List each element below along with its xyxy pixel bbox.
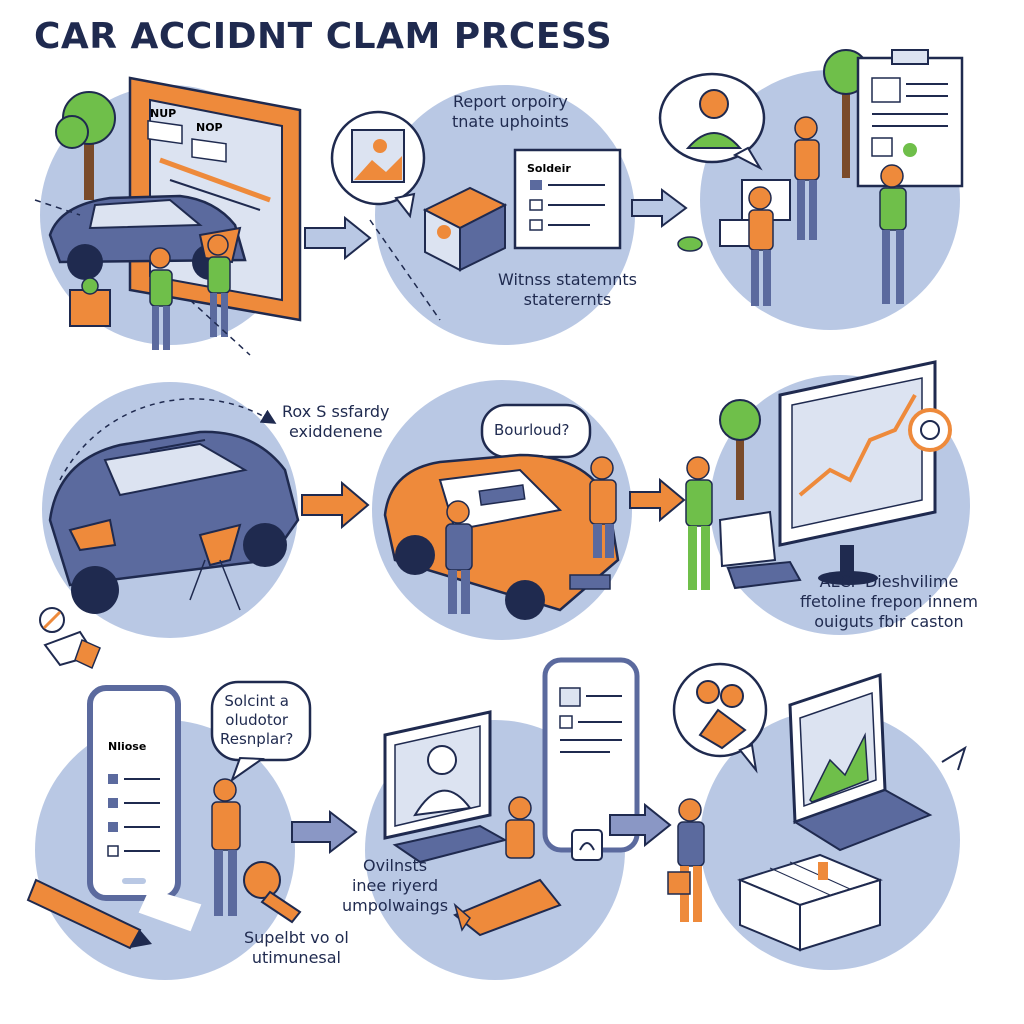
person-icon bbox=[589, 456, 617, 558]
tree-icon bbox=[719, 399, 761, 500]
monitor-video-icon bbox=[383, 710, 508, 864]
step-caption: ALCF Dieshvilime ffetoline frepon innem … bbox=[800, 572, 978, 632]
smartphone-icon bbox=[87, 685, 181, 901]
flow-arrow bbox=[629, 477, 686, 523]
flow-arrow bbox=[609, 802, 672, 848]
step-2-report: Soldeir bbox=[330, 85, 635, 345]
form-label: Soldeir bbox=[527, 162, 571, 175]
caption-line: tnate uphoints bbox=[452, 112, 569, 131]
caption-line: Supelbt vo ol bbox=[244, 928, 349, 947]
caption-line: ouiguts fbir caston bbox=[814, 612, 964, 631]
box-icon bbox=[69, 289, 111, 327]
caption-line: Report orpoiry bbox=[452, 92, 568, 111]
flow-arrow bbox=[291, 809, 358, 855]
step-caption: Rox S ssfardy exiddenene bbox=[282, 402, 390, 442]
caption-line: staterernts bbox=[523, 290, 612, 309]
damaged-car-icon bbox=[48, 430, 300, 614]
monitor-chart-icon bbox=[778, 360, 952, 585]
person-icon bbox=[794, 116, 820, 240]
pencil-icon bbox=[26, 878, 152, 950]
tree-icon bbox=[55, 91, 116, 200]
flow-arrow bbox=[631, 188, 688, 228]
claim-form-icon bbox=[513, 148, 622, 250]
bubble-line: Bourloud? bbox=[494, 421, 570, 439]
step-3-claims-office bbox=[658, 49, 964, 330]
caption-line: Witnss statemnts bbox=[498, 270, 637, 289]
person-icon bbox=[149, 247, 173, 350]
step-caption: Ovilnsts inee riyerd umpolwaings bbox=[342, 856, 448, 916]
speech-bubble-text: Bourloud? bbox=[494, 421, 569, 440]
speech-bubble-text: Solcint a oludotor Resnplar? bbox=[220, 692, 293, 749]
flow-arrow bbox=[301, 480, 370, 530]
caption-line: ffetoline frepon innem bbox=[800, 592, 978, 611]
laptop-icon bbox=[718, 510, 802, 590]
bubble-line: oludotor bbox=[225, 711, 289, 729]
photo-bubble-icon bbox=[330, 110, 426, 219]
caption-line: utimunesal bbox=[251, 948, 341, 967]
document-stack-icon bbox=[737, 853, 883, 952]
step-5-inspection bbox=[372, 380, 632, 640]
clipboard-icon bbox=[856, 49, 964, 188]
person-icon bbox=[879, 164, 907, 304]
agent-bubble-icon bbox=[658, 72, 766, 171]
bubble-line: Solcint a bbox=[224, 692, 289, 710]
payment-icon bbox=[571, 829, 603, 861]
laptop-icon bbox=[788, 672, 933, 852]
step-4-damage-evidence bbox=[39, 382, 300, 670]
key-icon bbox=[243, 861, 302, 924]
bubble-line: Resnplar? bbox=[220, 730, 294, 748]
step-caption: Report orpoiry tnate uphoints bbox=[452, 92, 569, 132]
page-title: CAR ACCIDNT CLAM PRCESS bbox=[34, 16, 613, 57]
person-icon bbox=[685, 456, 713, 590]
speech-bubble-icon bbox=[210, 680, 312, 783]
person-icon bbox=[211, 778, 241, 916]
flow-arrow bbox=[304, 215, 372, 261]
caption-line: exiddenene bbox=[288, 422, 383, 441]
person-icon bbox=[667, 798, 705, 922]
step-8-review bbox=[365, 657, 640, 980]
person-icon bbox=[445, 500, 473, 614]
caption-line: umpolwaings bbox=[342, 896, 449, 915]
step-caption: Supelbt vo ol utimunesal bbox=[244, 928, 349, 968]
step-caption: Witnss statemnts staterernts bbox=[498, 270, 637, 310]
step-6-assessment bbox=[685, 360, 970, 635]
evidence-box-icon bbox=[422, 186, 508, 272]
sign-label: NUP bbox=[150, 107, 176, 120]
caption-line: Ovilnsts bbox=[363, 856, 428, 875]
sign-label: NOP bbox=[196, 121, 223, 134]
caption-line: inee riyerd bbox=[351, 876, 439, 895]
person-icon bbox=[207, 234, 231, 337]
step-7-submit-claim: Nliose bbox=[26, 680, 312, 980]
caption-line: ALCF Dieshvilime bbox=[819, 572, 959, 591]
broken-part-icon bbox=[39, 607, 101, 670]
person-icon bbox=[748, 186, 774, 306]
person-icon bbox=[505, 796, 535, 859]
step-9-settlement bbox=[667, 662, 967, 970]
caption-line: Rox S ssfardy bbox=[282, 402, 390, 421]
step-1-accident-scene: NUP NOP bbox=[34, 76, 302, 356]
phone-label: Nliose bbox=[108, 740, 146, 753]
film-bubble-icon bbox=[672, 662, 768, 774]
